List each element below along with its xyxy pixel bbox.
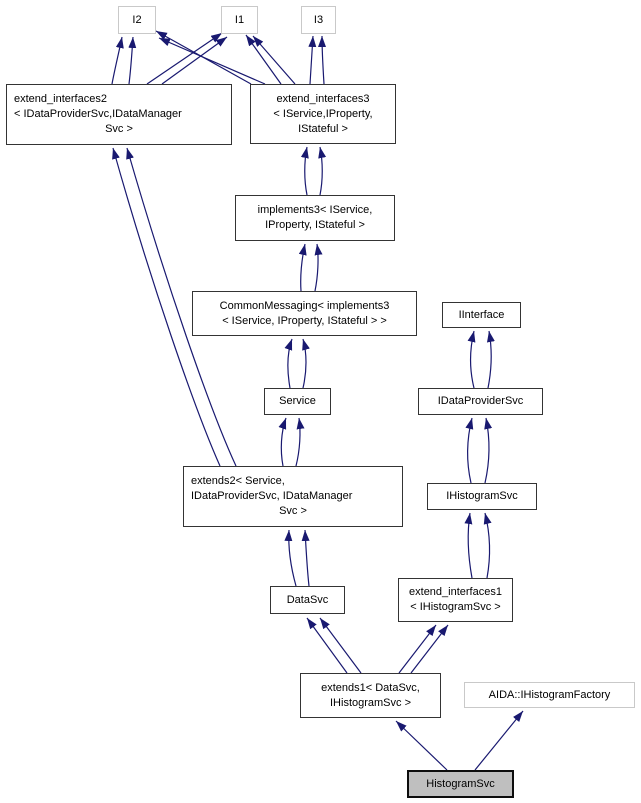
node-extends1-line1: extends1< DataSvc,: [321, 681, 420, 694]
node-implements3-line2: IProperty, IStateful >: [265, 219, 365, 231]
node-idataprovidersvc[interactable]: IDataProviderSvc: [418, 388, 543, 415]
node-i1-label: I1: [234, 13, 245, 26]
edge-extends2-to-ei2-2: [126, 147, 237, 467]
edge-idps-to-iinterface-2: [486, 330, 495, 389]
edge-extends1-to-ei1-2: [410, 624, 449, 674]
node-extend-interfaces2[interactable]: extend_interfaces2 < IDataProviderSvc,ID…: [6, 84, 232, 145]
edge-impl3-to-ei3-2: [318, 146, 327, 196]
edge-ei2-to-i2-2: [128, 36, 137, 85]
node-extend-interfaces2-line3: Svc >: [105, 123, 133, 135]
node-common-messaging-line1: CommonMessaging< implements3: [219, 299, 390, 312]
edge-ei3-to-i3-2: [318, 35, 327, 85]
edge-ei3-to-i1-2: [252, 35, 296, 85]
edge-service-to-cm-2: [302, 338, 310, 389]
edge-ei2-to-i1-1: [146, 32, 223, 85]
edge-cm-to-impl3-2: [314, 243, 323, 292]
edge-datasvc-to-extends2-1: [284, 529, 297, 587]
node-service[interactable]: Service: [264, 388, 331, 415]
edge-extends1-to-ei1-1: [398, 624, 437, 674]
edge-ei2-to-i1-2: [161, 36, 228, 85]
edge-ei1-to-ihistsvc-1: [464, 512, 473, 579]
node-ihistogramsvc-label: IHistogramSvc: [446, 490, 518, 502]
node-extend-interfaces1[interactable]: extend_interfaces1 < IHistogramSvc >: [398, 578, 513, 622]
node-extend-interfaces2-line2: < IDataProviderSvc,IDataManager: [14, 108, 182, 120]
edge-extends2-to-ei2-1: [112, 147, 221, 467]
node-extend-interfaces1-line1: extend_interfaces1: [409, 586, 502, 598]
edge-cm-to-impl3-1: [298, 243, 307, 292]
node-extends1[interactable]: extends1< DataSvc, IHistogramSvc >: [300, 673, 441, 718]
node-extends1-line2: IHistogramSvc >: [330, 696, 411, 709]
node-i3-label: I3: [313, 13, 324, 26]
node-extend-interfaces3[interactable]: extend_interfaces3 < IService,IProperty,…: [250, 84, 396, 144]
node-extend-interfaces3-line3: IStateful >: [298, 122, 348, 135]
edge-ihistsvc-to-idps-1: [465, 417, 474, 484]
node-i2[interactable]: I2: [118, 6, 156, 34]
edge-service-to-cm-1: [284, 338, 293, 389]
edge-idps-to-iinterface-1: [467, 330, 476, 389]
node-idataprovidersvc-label: IDataProviderSvc: [437, 395, 524, 407]
node-implements3-line1: implements3< IService,: [257, 204, 373, 216]
node-histogramsvc-current[interactable]: HistogramSvc: [407, 770, 514, 798]
node-service-label: Service: [279, 395, 316, 407]
edge-extends2-to-service-1: [278, 417, 287, 467]
node-aida-ihistogramfactory-label: AIDA::IHistogramFactory: [488, 688, 611, 701]
node-iinterface[interactable]: IInterface: [442, 302, 521, 328]
edge-impl3-to-ei3-1: [300, 146, 309, 196]
edge-extends1-to-datasvc-2: [319, 617, 362, 674]
edge-ei3-to-i1-1: [245, 34, 282, 85]
edge-ei1-to-ihistsvc-2: [483, 512, 492, 579]
node-common-messaging-line2: < IService, IProperty, IStateful > >: [222, 314, 387, 327]
edge-extends1-to-datasvc-1: [306, 617, 348, 674]
node-datasvc[interactable]: DataSvc: [270, 586, 345, 614]
edge-ei2-to-i2-1: [111, 36, 124, 85]
node-extend-interfaces1-line2: < IHistogramSvc >: [410, 601, 501, 613]
node-extend-interfaces3-line1: extend_interfaces3: [276, 92, 370, 105]
node-extend-interfaces3-line2: < IService,IProperty,: [273, 107, 373, 120]
node-ihistogramsvc[interactable]: IHistogramSvc: [427, 483, 537, 510]
node-implements3[interactable]: implements3< IService, IProperty, IState…: [235, 195, 395, 241]
node-i3[interactable]: I3: [301, 6, 336, 34]
node-extends2-line3: Svc >: [279, 505, 307, 517]
edge-extends2-to-service-2: [295, 417, 305, 467]
node-i2-label: I2: [132, 13, 142, 26]
node-extends2[interactable]: extends2< Service, IDataProviderSvc, IDa…: [183, 466, 403, 527]
node-extends2-line2: IDataProviderSvc, IDataManager: [191, 490, 353, 502]
edge-ei3-to-i3-1: [308, 35, 317, 85]
node-iinterface-label: IInterface: [458, 308, 505, 321]
node-datasvc-label: DataSvc: [286, 593, 329, 606]
node-histogramsvc-label: HistogramSvc: [426, 777, 495, 790]
edge-histogramsvc-to-extends1: [395, 720, 448, 771]
node-aida-ihistogramfactory[interactable]: AIDA::IHistogramFactory: [464, 682, 635, 708]
node-i1[interactable]: I1: [221, 6, 258, 34]
edge-ei3-to-i2-2: [158, 37, 266, 85]
node-extend-interfaces2-line1: extend_interfaces2: [14, 93, 107, 105]
edge-histogramsvc-to-aida: [474, 710, 524, 771]
edge-ihistsvc-to-idps-2: [484, 417, 493, 484]
node-extends2-line1: extends2< Service,: [191, 475, 285, 487]
edge-datasvc-to-extends2-2: [301, 529, 310, 587]
node-common-messaging[interactable]: CommonMessaging< implements3 < IService,…: [192, 291, 417, 336]
